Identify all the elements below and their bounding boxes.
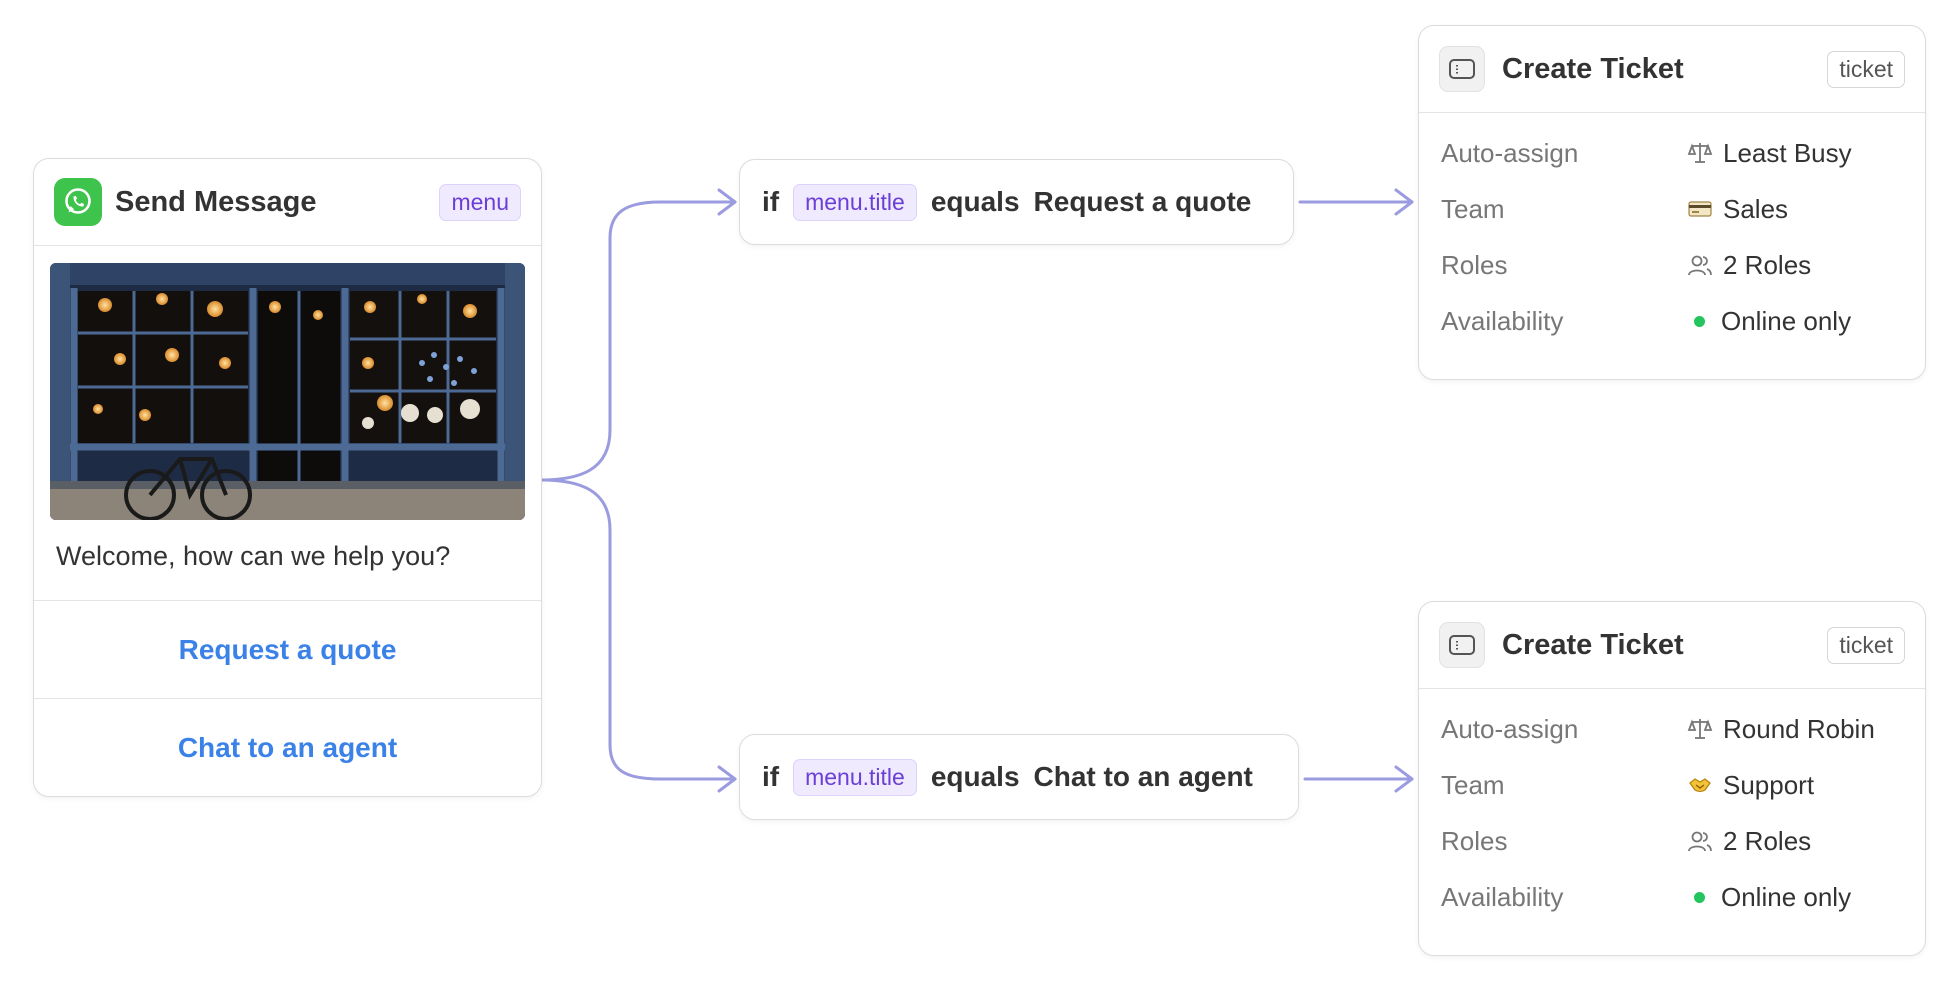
row-value: Online only [1721, 305, 1852, 336]
arrowhead-ticket1 [1394, 188, 1414, 216]
row-availability: Availability Online only [1419, 869, 1925, 925]
row-team: Team Support [1419, 757, 1925, 813]
scale-icon [1687, 140, 1713, 166]
condition-operator: equals [930, 761, 1020, 792]
create-ticket-node-sales[interactable]: Create Ticket ticket Auto-assign Least B… [1418, 25, 1926, 380]
arrowhead-bottom [717, 765, 737, 793]
arrowhead-top [717, 188, 737, 216]
menu-badge: menu [439, 183, 521, 221]
status-dot-icon [1694, 891, 1705, 903]
row-label: Availability [1441, 881, 1564, 912]
option-chat-agent[interactable]: Chat to an agent [34, 698, 541, 796]
row-auto-assign: Auto-assign Least Busy [1419, 125, 1925, 181]
send-message-header: Send Message menu [34, 159, 541, 246]
row-value: Sales [1723, 193, 1789, 224]
condition-variable: menu.title [793, 758, 917, 796]
option-request-quote[interactable]: Request a quote [34, 600, 541, 698]
row-availability: Availability Online only [1419, 293, 1925, 349]
ticket-badge: ticket [1827, 50, 1905, 88]
status-dot-icon [1694, 315, 1705, 327]
ticket-icon [1439, 46, 1485, 92]
handshake-icon [1687, 772, 1713, 798]
row-label: Team [1441, 769, 1505, 800]
ticket-badge: ticket [1827, 626, 1905, 664]
connector-branch-bottom [539, 478, 737, 781]
welcome-message: Welcome, how can we help you? [56, 541, 451, 571]
ticket-title: Create Ticket [1502, 628, 1684, 661]
row-value: Support [1723, 769, 1815, 800]
condition-keyword: if [762, 186, 780, 217]
row-roles: Roles 2 Roles [1419, 237, 1925, 293]
ticket-header: Create Ticket ticket [1419, 26, 1925, 113]
ticket-title: Create Ticket [1502, 52, 1684, 85]
row-team: Team Sales [1419, 181, 1925, 237]
condition-node-chat-agent[interactable]: if menu.title equals Chat to an agent [739, 734, 1299, 820]
row-label: Team [1441, 193, 1505, 224]
condition-value: Request a quote [1033, 186, 1252, 217]
create-ticket-node-support[interactable]: Create Ticket ticket Auto-assign Round R… [1418, 601, 1926, 956]
row-value: 2 Roles [1723, 825, 1812, 856]
row-value: Least Busy [1723, 137, 1852, 168]
row-label: Availability [1441, 305, 1564, 336]
row-label: Auto-assign [1441, 137, 1579, 168]
whatsapp-icon [54, 178, 102, 226]
condition-operator: equals [930, 186, 1020, 217]
row-roles: Roles 2 Roles [1419, 813, 1925, 869]
credit-card-icon [1687, 196, 1713, 222]
condition-node-request-quote[interactable]: if menu.title equals Request a quote [739, 159, 1294, 245]
connector-branch-top [539, 200, 737, 482]
row-value: Online only [1721, 881, 1852, 912]
condition-variable: menu.title [793, 183, 917, 221]
row-label: Roles [1441, 825, 1508, 856]
row-value: Round Robin [1723, 713, 1875, 744]
condition-keyword: if [762, 761, 780, 792]
scale-icon [1687, 716, 1713, 742]
send-message-title: Send Message [115, 185, 317, 218]
condition-value: Chat to an agent [1033, 761, 1253, 792]
row-label: Auto-assign [1441, 713, 1579, 744]
send-message-node[interactable]: Send Message menu [33, 158, 542, 797]
row-value: 2 Roles [1723, 249, 1812, 280]
row-label: Roles [1441, 249, 1508, 280]
arrowhead-ticket2 [1394, 765, 1414, 793]
storefront-photo [50, 263, 525, 520]
ticket-icon [1439, 622, 1485, 668]
ticket-header: Create Ticket ticket [1419, 602, 1925, 689]
users-icon [1687, 252, 1713, 278]
row-auto-assign: Auto-assign Round Robin [1419, 701, 1925, 757]
users-icon [1687, 828, 1713, 854]
